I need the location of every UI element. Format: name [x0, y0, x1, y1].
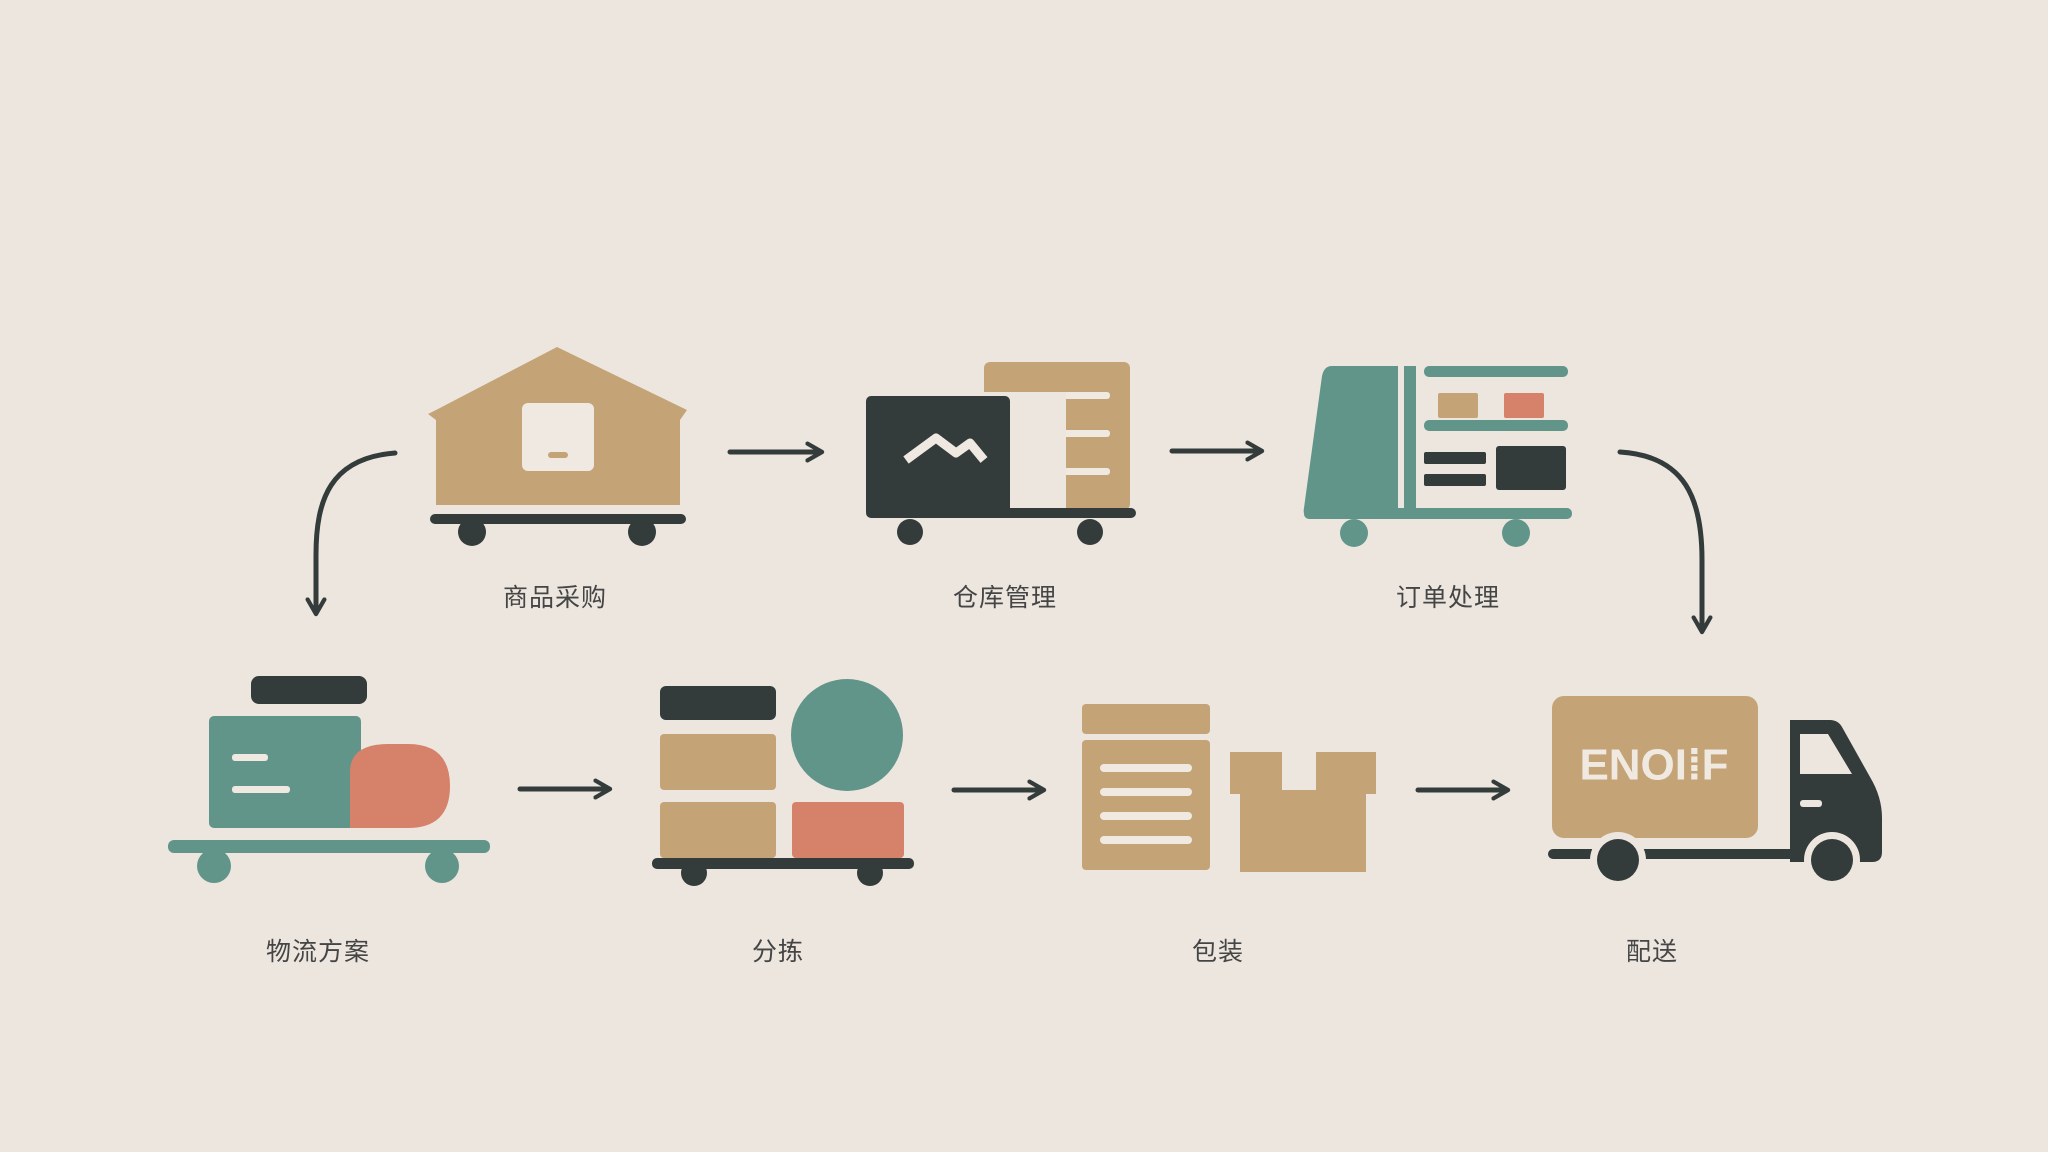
sorting-cart-icon [652, 679, 914, 886]
step-label-order-processing: 订单处理 [1395, 583, 1501, 612]
arrow-step3-to-step7 [1617, 449, 1713, 635]
warehouse-cart-icon [428, 347, 687, 546]
step-label-packaging: 包装 [1191, 937, 1245, 966]
delivery-truck-icon: ENOI⁞F [1548, 696, 1882, 888]
order-shelf-cart-icon [1303, 366, 1572, 547]
step-label-delivery: 配送 [1625, 937, 1679, 966]
flow-arrows [305, 440, 1713, 801]
truck-logo-text: ENOI⁞F [1579, 741, 1728, 790]
storage-cart-icon [866, 362, 1136, 545]
step-label-procurement: 商品采购 [502, 583, 608, 612]
step-label-sorting: 分拣 [751, 937, 805, 966]
step-label-warehouse-management: 仓库管理 [952, 583, 1058, 612]
arrow-step1-to-step4 [305, 450, 398, 617]
package-box-icon [1082, 704, 1376, 872]
step-label-logistics-plan: 物流方案 [265, 937, 371, 966]
logistics-cart-icon [168, 676, 490, 883]
